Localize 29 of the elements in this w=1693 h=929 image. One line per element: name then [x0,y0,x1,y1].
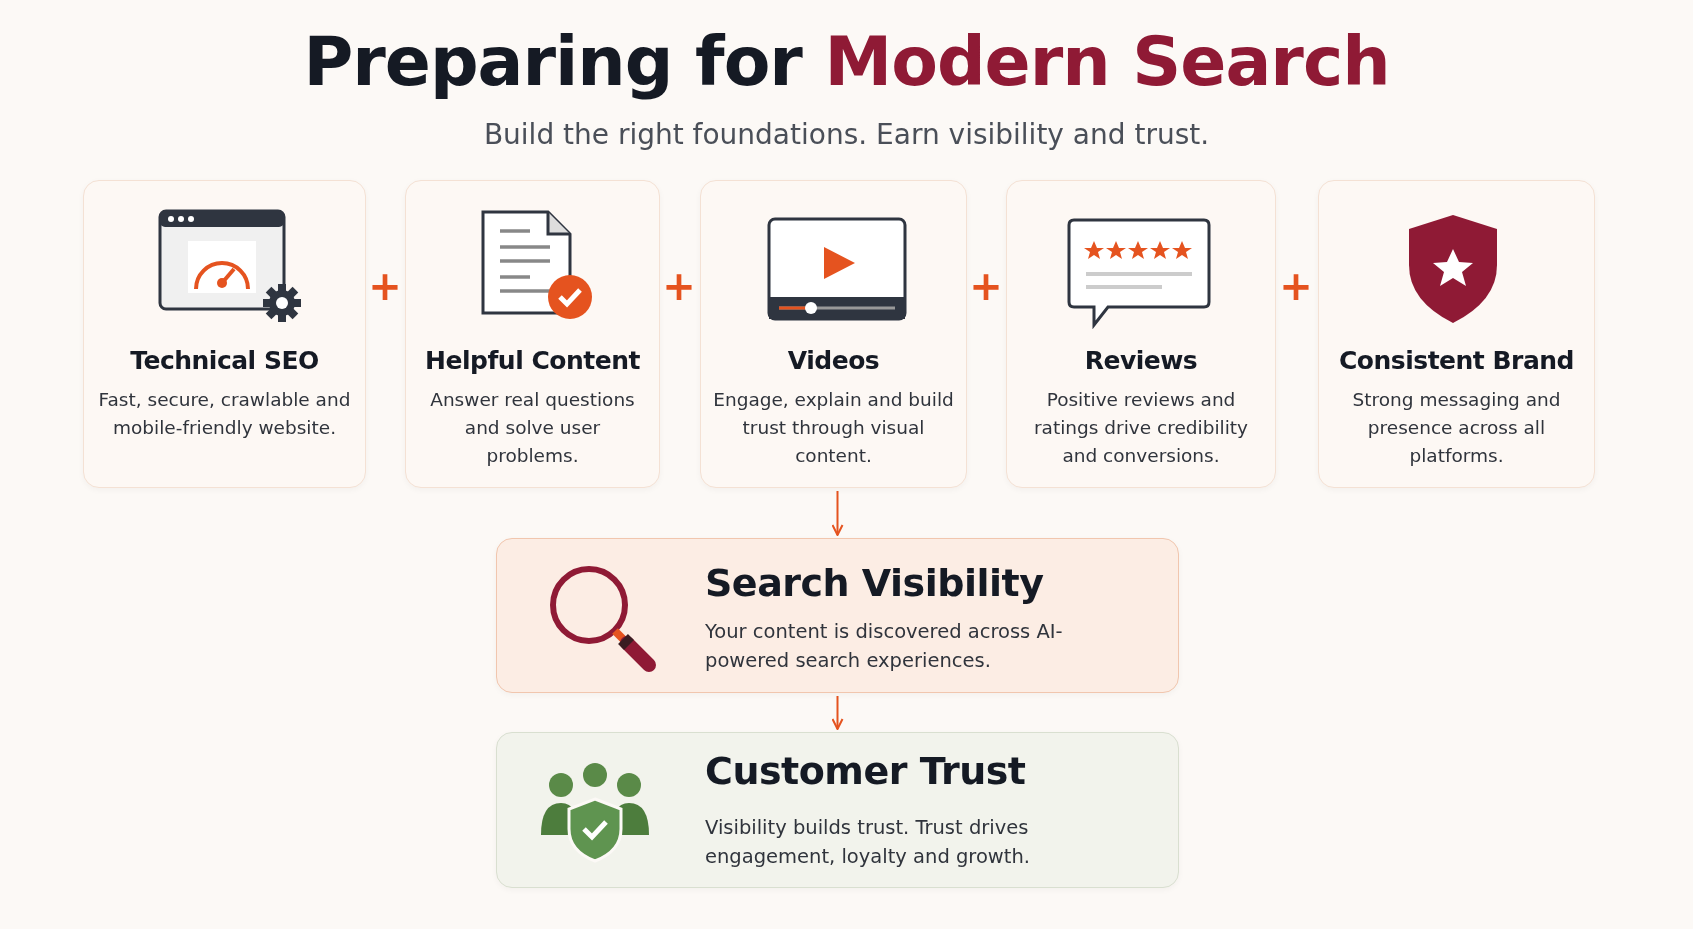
box-heading: Search Visibility [705,561,1044,605]
plus-sign: + [969,266,1003,306]
box-description: Visibility builds trust. Trust drives engagement, loyalty and growth. [705,815,1032,870]
box-heading: Customer Trust [705,749,1026,793]
title: Preparing for Modern Search [303,22,1390,101]
card-description: Strong messaging and presence across all platforms. [1351,388,1562,468]
card-description: Fast, secure, crawlable and mobile-friendly website. [97,388,352,440]
plus-sign: + [662,266,696,306]
arrow [831,695,844,730]
plus-sign: + [1279,266,1313,306]
card-heading: Helpful Content [424,346,641,375]
card-description: Answer real questions and solve user problems. [429,388,636,468]
subtitle: Build the right foundations. Earn visibility and trust. [483,118,1210,151]
feature-card [1318,180,1595,488]
card-heading: Videos [786,346,881,375]
feature-card [700,180,967,488]
plus-sign: + [368,266,402,306]
card-description: Engage, explain and build trust through visual content. [713,388,954,468]
card-description: Positive reviews and ratings drive credibility and conversions. [1033,388,1249,468]
card-heading: Consistent Brand [1338,346,1575,375]
feature-card [83,180,366,488]
card-heading: Technical SEO [129,346,320,375]
arrow [831,490,844,536]
feature-card [1006,180,1276,488]
feature-card [405,180,660,488]
card-heading: Reviews [1083,346,1199,375]
result-box [496,732,1179,888]
box-description: Your content is discovered across AI-powered search experiences. [705,619,1064,674]
result-box [496,538,1179,693]
